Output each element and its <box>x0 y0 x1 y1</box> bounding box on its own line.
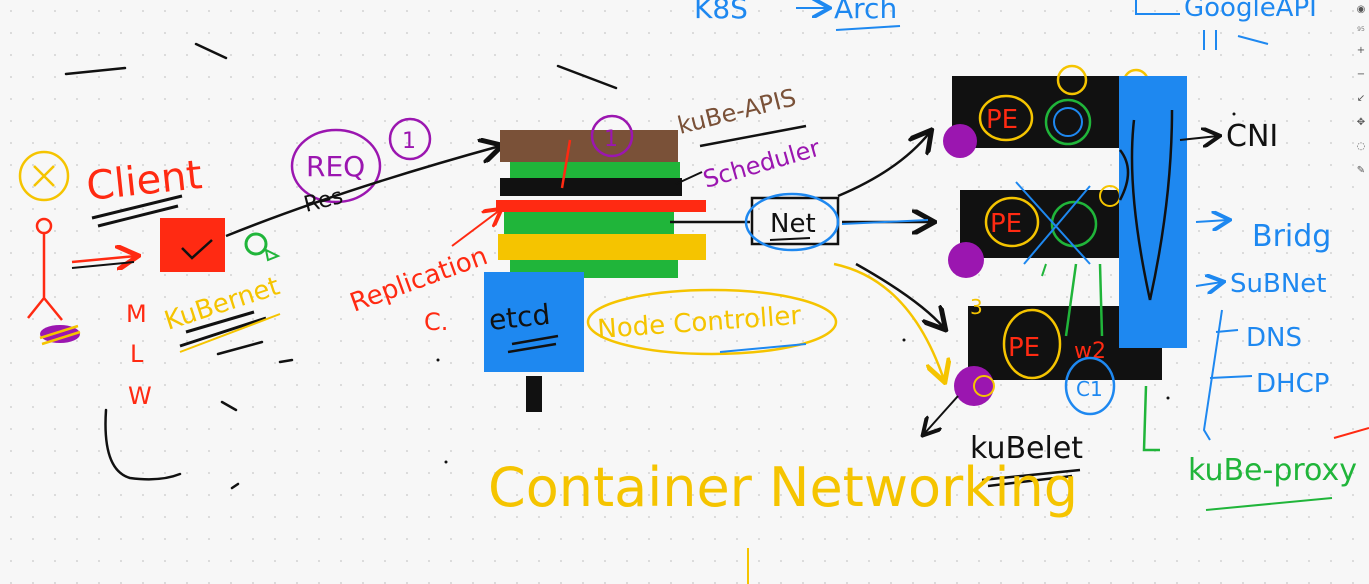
kubenet-underline <box>179 310 267 348</box>
net-underline <box>769 237 811 241</box>
kubelet-arrow <box>924 395 959 434</box>
google-marks <box>1203 30 1269 50</box>
zoom-level: 95 <box>1357 26 1365 33</box>
container-networking-title: Container Networking <box>488 456 1078 519</box>
step-one-circle-a <box>388 117 432 161</box>
worker-node-1: PE <box>943 64 1150 158</box>
client-arrow <box>71 256 136 262</box>
client-label: Client <box>84 152 204 210</box>
mlw-m: M <box>126 300 147 328</box>
plus-icon[interactable]: + <box>1356 44 1366 56</box>
req-label: REQ <box>306 150 365 183</box>
net-arrow-node3 <box>855 262 944 328</box>
stray-strokes-left <box>64 42 618 490</box>
right-list-line <box>1202 309 1223 441</box>
node-controller-label: Node Controller <box>596 301 802 345</box>
kube-proxy-label: kuBe-proxy <box>1188 453 1357 488</box>
kube-proxy-lines <box>1064 263 1160 452</box>
cni-arrow <box>1179 136 1218 140</box>
arch-underline <box>835 25 901 31</box>
subnet-arrow <box>1195 282 1222 286</box>
google-arrow <box>1135 0 1180 15</box>
etcd-label: etcd <box>487 298 551 337</box>
cni-black-strokes <box>1118 109 1174 301</box>
client-stick-figure <box>18 150 81 346</box>
cni-label: CNI <box>1226 119 1278 154</box>
k8s-arch-label: Arch <box>834 0 897 25</box>
c1-label: C1 <box>1076 377 1103 401</box>
pe2-label: PE <box>990 209 1022 239</box>
checkmark-icon <box>181 239 213 260</box>
etcd-underline <box>507 334 559 354</box>
bridge-label: Bridg <box>1252 219 1331 254</box>
k8s-label: K8S <box>694 0 748 25</box>
net-arrow-yellow <box>833 262 944 380</box>
client-underline <box>91 194 183 228</box>
eye-icon[interactable]: ◉ <box>1356 3 1366 15</box>
google-label: GoogleAPI <box>1184 0 1317 23</box>
replication-arrow <box>451 210 500 247</box>
green-tick <box>1041 263 1047 277</box>
step-one-label-b: 1 <box>604 127 618 152</box>
node3-number: 3 <box>970 295 983 319</box>
dns-label: DNS <box>1246 323 1302 353</box>
minus-icon[interactable]: − <box>1356 68 1366 80</box>
mlw-l: L <box>130 340 144 368</box>
red-down-arrow <box>560 139 572 189</box>
client-arrow-underline <box>71 261 135 269</box>
req-bubble <box>290 128 382 204</box>
net-label: Net <box>770 209 816 239</box>
scheduler-pointer <box>675 171 703 185</box>
kubenet-underline-yellow <box>179 313 281 353</box>
req-arrow <box>225 146 500 238</box>
bridge-arrow <box>1195 220 1228 222</box>
kubenet-label: KuBernet <box>161 271 283 336</box>
dhcp-label: DHCP <box>1256 369 1329 399</box>
step-one-label-a: 1 <box>402 129 416 154</box>
request-box <box>160 218 225 272</box>
lasso-icon[interactable]: ◌ <box>1356 140 1366 152</box>
pen-tool-icon[interactable]: ✎ <box>1356 164 1366 176</box>
canvas-toolbar: ◉ 95 + − ↙ ✥ ◌ ✎ <box>1353 0 1369 192</box>
worker-node-2: PE <box>948 181 1134 278</box>
cni-bar <box>1119 76 1187 348</box>
kubelet-underline <box>981 468 1081 488</box>
pe1-label: PE <box>986 105 1018 135</box>
net-arrow-blue <box>841 219 929 225</box>
step-one-circle-b <box>590 114 634 158</box>
net-arrow-node1 <box>837 132 930 198</box>
kube-proxy-underline <box>1205 497 1333 511</box>
green-scribble <box>244 232 268 256</box>
green-triangle <box>264 248 281 262</box>
mlw-w: W <box>128 382 152 410</box>
cursor-icon[interactable]: ↙ <box>1356 92 1366 104</box>
replication-label: Replication <box>346 241 491 318</box>
control-plane-stack <box>484 130 706 412</box>
pe3-label: PE <box>1008 333 1040 363</box>
red-edge-stroke <box>1333 427 1369 439</box>
net-blue-circle <box>744 192 840 252</box>
stray-dots <box>436 112 1236 464</box>
kube-apis-underline <box>699 124 807 148</box>
dhcp-arrow <box>1209 375 1253 379</box>
subnet-label: SuBNet <box>1230 269 1326 299</box>
kubelet-label: kuBelet <box>970 431 1083 466</box>
node-controller-bubble <box>586 288 838 356</box>
replication-c-label: C. <box>424 308 448 336</box>
node-controller-underline <box>719 343 807 353</box>
move-icon[interactable]: ✥ <box>1356 116 1366 128</box>
